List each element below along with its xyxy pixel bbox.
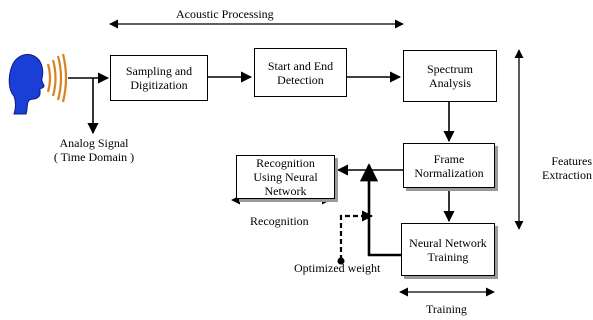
recognition-neural-network-box: Recognition Using Neural Network: [236, 155, 335, 199]
acoustic-processing-label: Acoustic Processing: [176, 7, 274, 21]
sampling-digitization-box: Sampling and Digitization: [110, 55, 208, 101]
optimized-weight-label: Optimized weight: [294, 261, 381, 275]
neural-network-training-box: Neural Network Training: [401, 223, 495, 276]
speaking-head-icon: [8, 53, 68, 115]
recognition-label: Recognition: [250, 214, 309, 228]
optimized-weight-dashed-arrow: [339, 214, 368, 260]
arrow-training-to-recognition: [359, 163, 401, 257]
start-end-detection-box: Start and End Detection: [254, 48, 347, 97]
spectrum-analysis-box: Spectrum Analysis: [403, 50, 497, 102]
training-label: Training: [426, 302, 467, 316]
analog-signal-label: Analog Signal ( Time Domain ): [53, 136, 135, 164]
features-extraction-label: Features Extraction: [542, 154, 592, 182]
optimized-weight-dot: [337, 257, 345, 265]
frame-normalization-box: Frame Normalization: [403, 143, 495, 188]
